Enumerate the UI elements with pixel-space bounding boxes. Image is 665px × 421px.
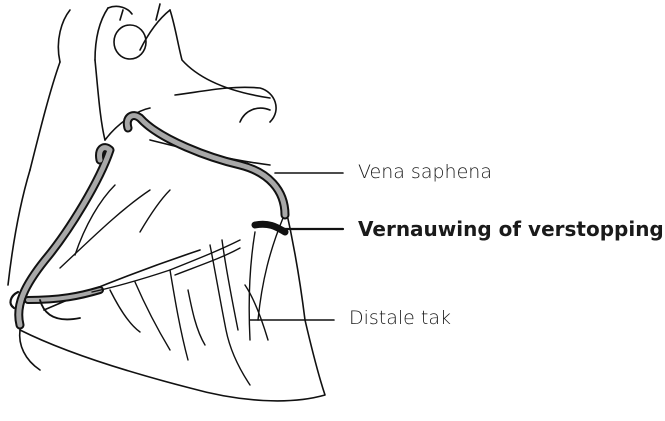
coronary-arteries bbox=[60, 185, 285, 385]
vessel-opening bbox=[114, 25, 146, 59]
great-vessels bbox=[30, 4, 276, 170]
label-vernauwing: Vernauwing of verstopping bbox=[358, 219, 664, 239]
label-distale-tak: Distale tak bbox=[349, 309, 451, 328]
leader-lines bbox=[250, 173, 343, 320]
label-vena-saphena: Vena saphena bbox=[358, 163, 492, 182]
